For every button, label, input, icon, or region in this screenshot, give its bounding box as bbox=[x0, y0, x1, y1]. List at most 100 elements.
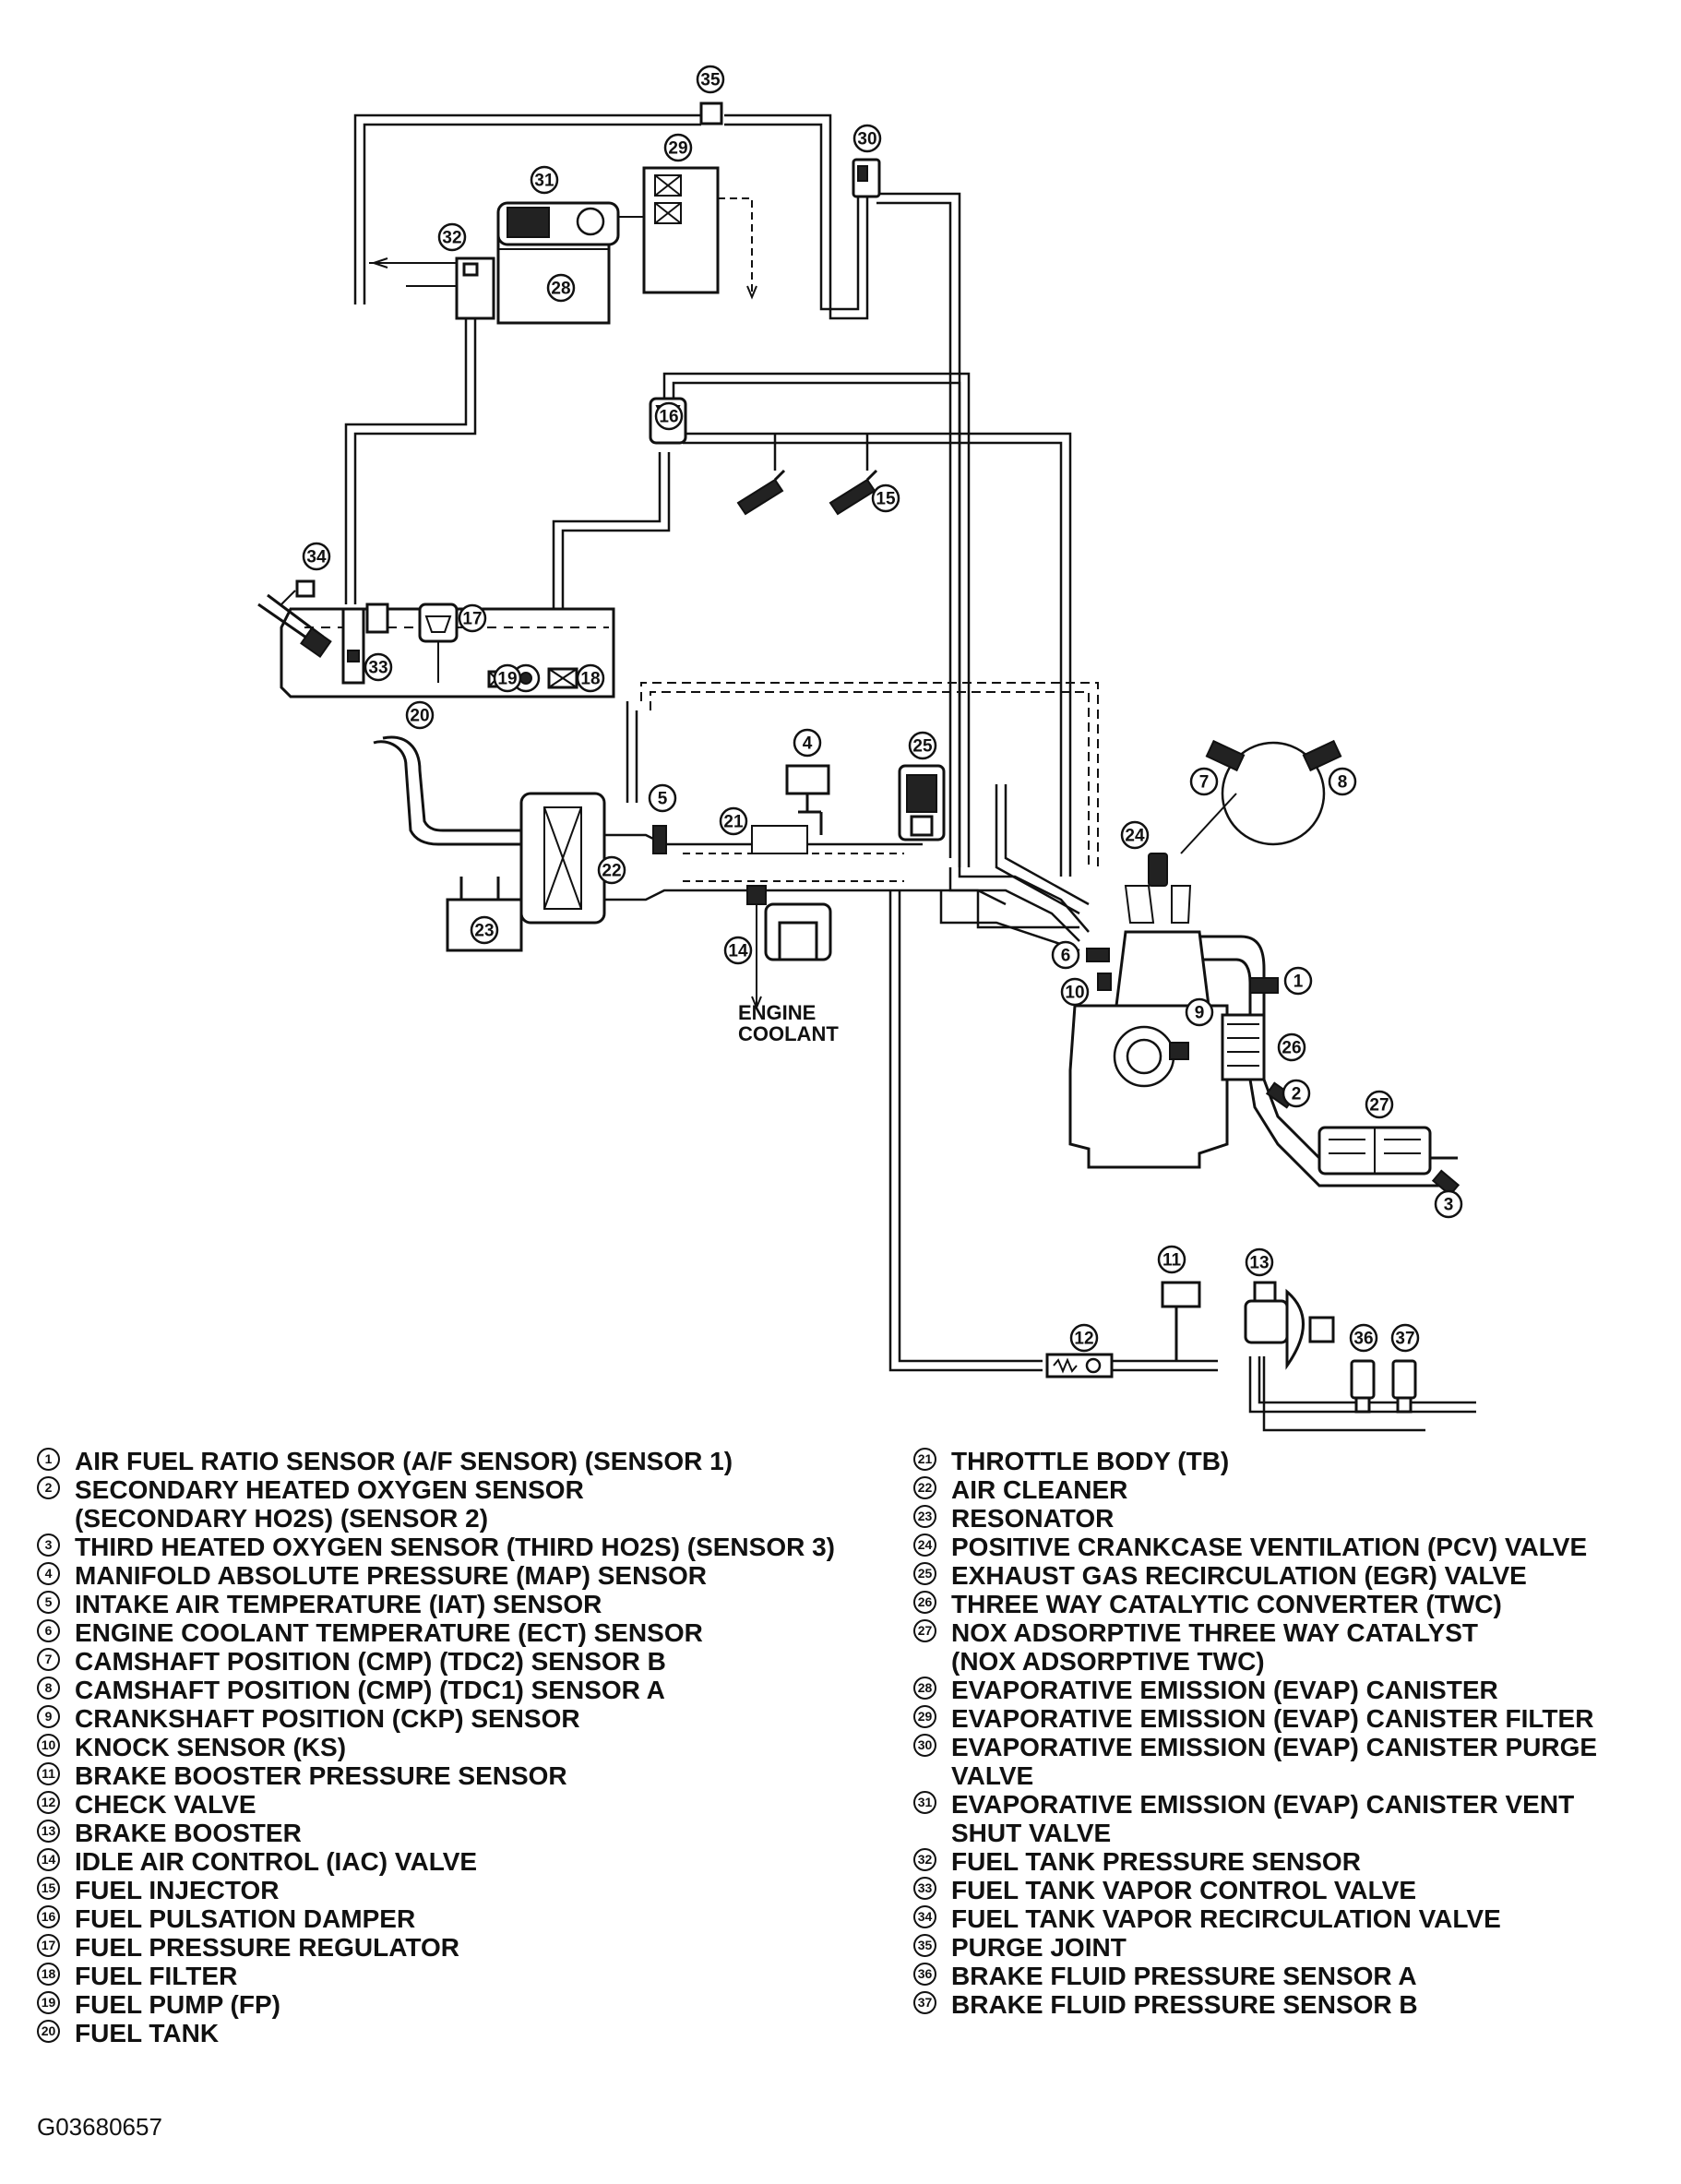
callout-number: 21 bbox=[723, 813, 744, 832]
legend-item: 14 IDLE AIR CONTROL (IAC) VALVE bbox=[37, 1847, 895, 1876]
cam-gear bbox=[1221, 741, 1326, 846]
figure-id: G03680657 bbox=[37, 2113, 162, 2141]
callout-number: 34 bbox=[306, 548, 327, 567]
legend-description: AIR CLEANER bbox=[951, 1475, 1128, 1504]
legend-description: EVAPORATIVE EMISSION (EVAP) CANISTER FIL… bbox=[951, 1704, 1594, 1733]
legend-description: CHECK VALVE bbox=[75, 1790, 256, 1819]
callout-badge: 33 bbox=[913, 1877, 936, 1900]
af-sensor bbox=[1249, 977, 1279, 994]
legend-description: CAMSHAFT POSITION (CMP) (TDC1) SENSOR A bbox=[75, 1676, 665, 1704]
legend-description: FUEL TANK VAPOR RECIRCULATION VALVE bbox=[951, 1904, 1501, 1933]
callout-circle bbox=[663, 133, 693, 162]
callout-badge: 34 bbox=[913, 1905, 936, 1928]
fuel-tank-vapor-control-valve bbox=[341, 603, 389, 685]
callout-badge: 35 bbox=[913, 1934, 936, 1957]
callout-12: 12 bbox=[1069, 1323, 1099, 1353]
callout-16: 16 bbox=[654, 401, 684, 431]
callout-badge: 36 bbox=[913, 1963, 936, 1986]
callout-24: 24 bbox=[1120, 820, 1150, 850]
legend-item: 8 CAMSHAFT POSITION (CMP) (TDC1) SENSOR A bbox=[37, 1676, 895, 1704]
map-sensor bbox=[785, 764, 830, 835]
legend-description: CRANKSHAFT POSITION (CKP) SENSOR bbox=[75, 1704, 580, 1733]
callout-20: 20 bbox=[405, 700, 435, 730]
callout-badge: 6 bbox=[37, 1619, 60, 1642]
callout-number: 18 bbox=[580, 670, 600, 689]
fuel-tank-pressure-sensor bbox=[369, 257, 495, 320]
callout-badge: 1 bbox=[37, 1448, 60, 1471]
callout-6: 6 bbox=[1051, 940, 1080, 970]
callout-number: 5 bbox=[658, 790, 668, 809]
fuel-tank-vapor-recirculation-valve bbox=[257, 579, 332, 659]
check-valve bbox=[1045, 1353, 1114, 1378]
callout-circle bbox=[696, 65, 725, 94]
callout-31: 31 bbox=[530, 165, 559, 195]
callout-badge: 14 bbox=[37, 1848, 60, 1871]
callout-13: 13 bbox=[1245, 1247, 1274, 1277]
callout-number: 29 bbox=[668, 139, 687, 159]
callout-4: 4 bbox=[793, 728, 822, 758]
callout-number: 22 bbox=[602, 862, 621, 881]
callout-badge: 16 bbox=[37, 1905, 60, 1928]
callout-number: 11 bbox=[1162, 1251, 1182, 1271]
callout-circle bbox=[576, 663, 605, 693]
legend-description: FUEL TANK VAPOR CONTROL VALVE bbox=[951, 1876, 1417, 1904]
callout-number: 37 bbox=[1395, 1330, 1414, 1349]
engine-coolant-label-line2: COOLANT bbox=[738, 1022, 839, 1045]
pcv-valve bbox=[1148, 853, 1168, 887]
legend-description: EXHAUST GAS RECIRCULATION (EGR) VALVE bbox=[951, 1561, 1527, 1590]
three-way-catalytic-converter bbox=[1221, 1013, 1266, 1081]
legend-description: MANIFOLD ABSOLUTE PRESSURE (MAP) SENSOR bbox=[75, 1561, 707, 1590]
callout-circle bbox=[1157, 1245, 1186, 1274]
legend-description: BRAKE BOOSTER bbox=[75, 1819, 302, 1847]
legend-description: PURGE JOINT bbox=[951, 1933, 1127, 1962]
callout-26: 26 bbox=[1277, 1032, 1306, 1062]
callout-number: 30 bbox=[857, 130, 876, 149]
legend-item: 12 CHECK VALVE bbox=[37, 1790, 895, 1819]
callout-circle bbox=[654, 401, 684, 431]
callout-badge: 15 bbox=[37, 1877, 60, 1900]
legend-description: NOX ADSORPTIVE THREE WAY CATALYST (NOX A… bbox=[951, 1618, 1478, 1676]
fuel-pressure-regulator bbox=[418, 603, 459, 683]
callout-28: 28 bbox=[546, 273, 576, 303]
evap-canister-vent-shut-valve bbox=[496, 201, 646, 246]
callout-number: 14 bbox=[728, 942, 748, 961]
callout-number: 31 bbox=[534, 172, 554, 191]
callout-10: 10 bbox=[1060, 977, 1090, 1007]
callout-number: 13 bbox=[1249, 1254, 1269, 1273]
callout-badge: 10 bbox=[37, 1734, 60, 1757]
callout-circle bbox=[493, 663, 522, 693]
legend-description: SECONDARY HEATED OXYGEN SENSOR (SECONDAR… bbox=[75, 1475, 584, 1533]
callout-37: 37 bbox=[1390, 1323, 1420, 1353]
legend-description: FUEL TANK PRESSURE SENSOR bbox=[951, 1847, 1361, 1876]
callout-badge: 12 bbox=[37, 1791, 60, 1814]
legend-description: EVAPORATIVE EMISSION (EVAP) CANISTER VEN… bbox=[951, 1790, 1575, 1847]
emission-system-diagram: 1234567891011121314151617181920212223242… bbox=[257, 65, 1476, 1432]
callout-number: 8 bbox=[1338, 773, 1348, 793]
legend-left: 1 AIR FUEL RATIO SENSOR (A/F SENSOR) (SEN… bbox=[37, 1447, 895, 2047]
evap-canister-purge-valve bbox=[852, 158, 881, 198]
brake-fluid-pressure-sensor-b bbox=[1391, 1359, 1417, 1414]
legend-description: INTAKE AIR TEMPERATURE (IAT) SENSOR bbox=[75, 1590, 602, 1618]
callout-badge: 21 bbox=[913, 1448, 936, 1471]
fuel-injector-1 bbox=[736, 469, 786, 516]
legend-description: AIR FUEL RATIO SENSOR (A/F SENSOR) (SENS… bbox=[75, 1447, 733, 1475]
callout-circle bbox=[852, 124, 882, 153]
callout-badge: 8 bbox=[37, 1677, 60, 1700]
callout-circle bbox=[546, 273, 576, 303]
legend-description: IDLE AIR CONTROL (IAC) VALVE bbox=[75, 1847, 478, 1876]
callout-badge: 23 bbox=[913, 1505, 936, 1528]
air-cleaner bbox=[519, 792, 606, 925]
